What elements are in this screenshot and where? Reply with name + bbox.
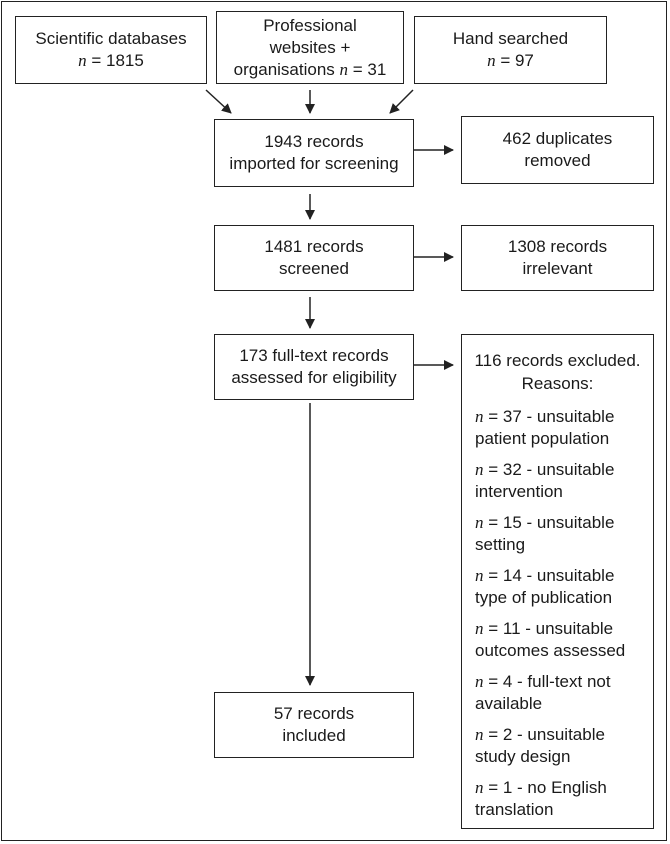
source-hand-n-value: = 97: [500, 51, 534, 70]
fulltext-line1: 173 full-text records: [239, 346, 389, 365]
source-hand-n-symbol: n: [487, 51, 496, 70]
irrelevant-line2: irrelevant: [522, 259, 593, 278]
screened-line2: screened: [279, 259, 349, 278]
included-box: 57 records included: [214, 692, 414, 758]
screened-line1: 1481 records: [264, 237, 364, 256]
duplicates-box: 462 duplicates removed: [461, 116, 654, 184]
reason-n-symbol: n: [475, 619, 484, 638]
screened-box: 1481 records screened: [214, 225, 414, 291]
imported-line1: 1943 records: [264, 132, 364, 151]
irrelevant-line1: 1308 records: [507, 237, 608, 256]
reason-n-symbol: n: [475, 566, 484, 585]
source-websites-n-symbol: n: [339, 59, 349, 79]
source-box-websites: Professional websites + organisations n …: [216, 11, 404, 84]
source-box-databases: Scientific databases n = 1815: [15, 16, 207, 84]
source-hand-label: Hand searched: [452, 29, 569, 48]
excluded-line2: Reasons:: [521, 374, 594, 393]
included-line2: included: [282, 726, 346, 745]
included-line1: 57 records: [273, 704, 355, 723]
excluded-line1: 116 records excluded.: [474, 351, 641, 370]
source-websites-n-value: = 31: [352, 59, 387, 79]
irrelevant-box: 1308 records irrelevant: [461, 225, 654, 291]
reason-n-symbol: n: [475, 460, 484, 479]
fulltext-line2: assessed for eligibility: [231, 368, 397, 387]
reason-n-symbol: n: [475, 407, 484, 426]
duplicates-line2: removed: [524, 151, 591, 170]
imported-box: 1943 records imported for screening: [214, 119, 414, 187]
arrow-hand-to-imported: [389, 89, 414, 114]
fulltext-box: 173 full-text records assessed for eligi…: [214, 334, 414, 400]
source-websites-line1: Professional: [263, 15, 357, 35]
imported-line2: imported for screening: [229, 154, 399, 173]
source-databases-label: Scientific databases: [35, 29, 187, 48]
source-box-hand: Hand searched n = 97: [414, 16, 607, 84]
reason-n-symbol: n: [475, 513, 484, 532]
source-websites-line2: websites +: [269, 37, 351, 57]
duplicates-line1: 462 duplicates: [502, 129, 613, 148]
reason-n-symbol: n: [475, 778, 484, 797]
source-websites-line3: organisations: [233, 59, 340, 79]
excluded-box: 116 records excluded. Reasons: n = 37 - …: [461, 334, 654, 829]
reason-n-symbol: n: [475, 725, 484, 744]
arrow-databases-to-imported: [205, 89, 232, 114]
source-databases-n-symbol: n: [78, 51, 87, 70]
reason-n-symbol: n: [475, 672, 484, 691]
source-databases-n-value: = 1815: [91, 51, 144, 70]
